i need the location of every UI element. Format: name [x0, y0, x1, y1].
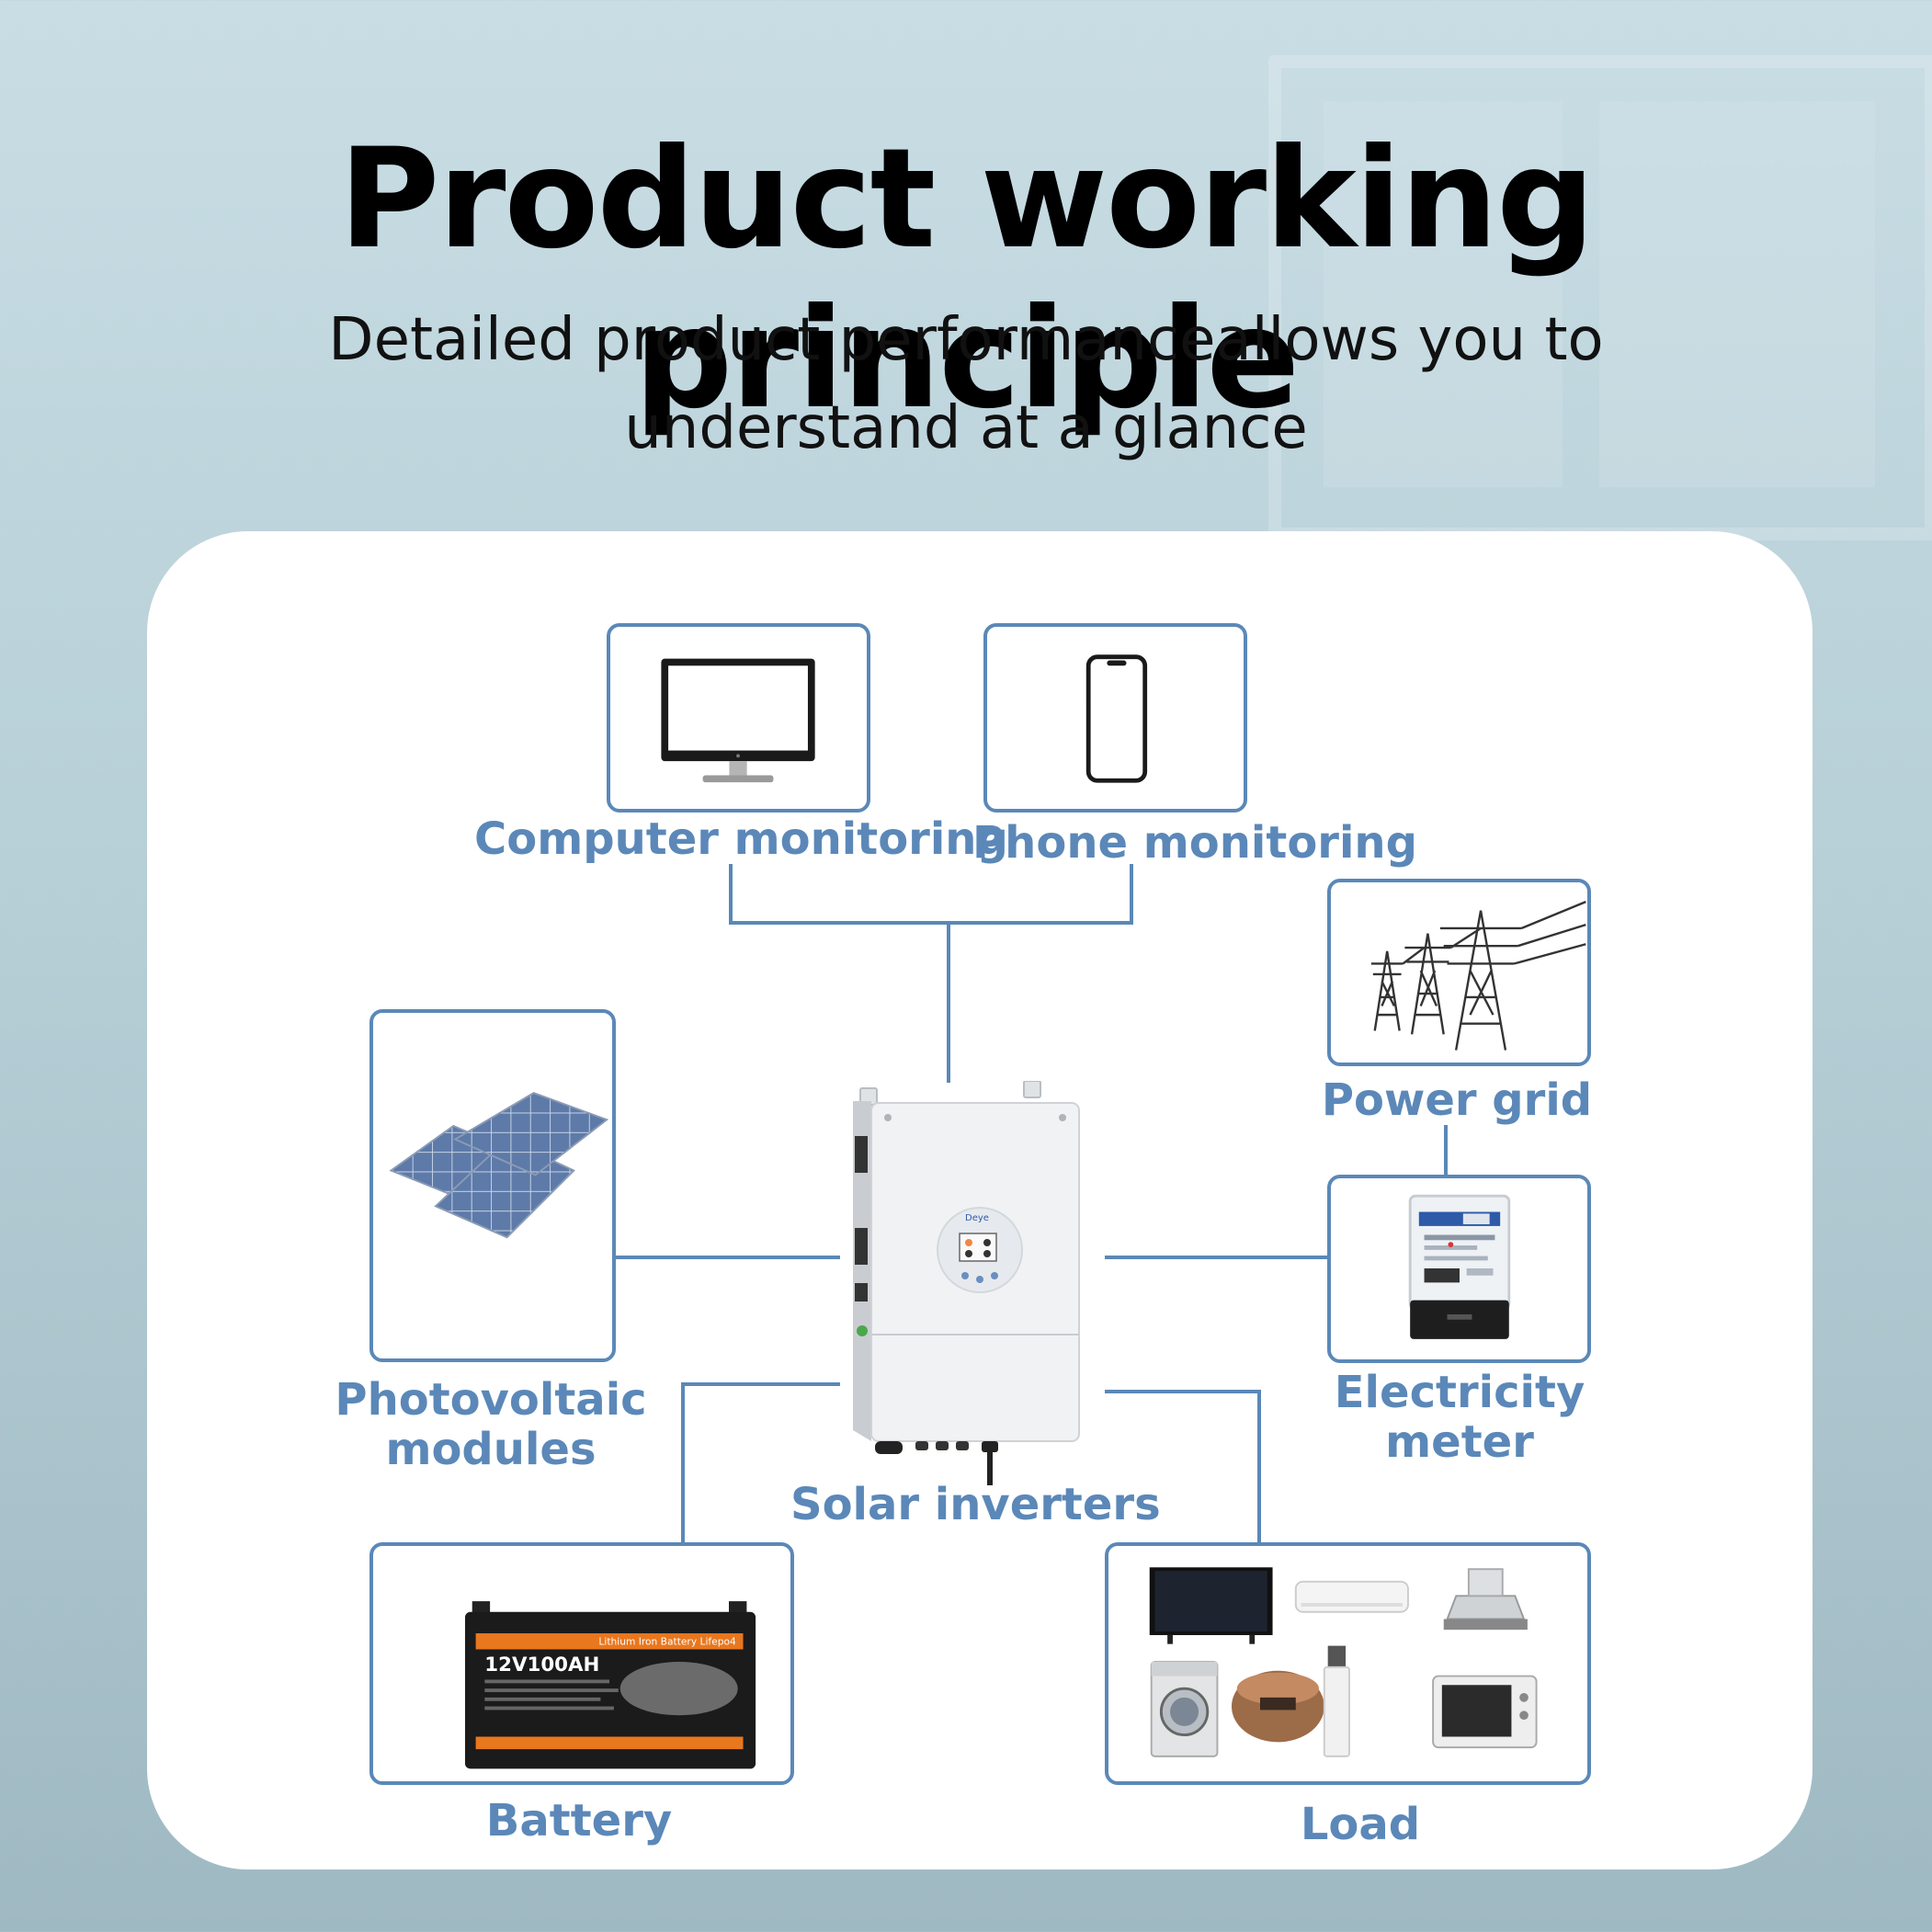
connector-computer [729, 864, 733, 925]
connector-inverter-to-battery-h [681, 1382, 840, 1386]
photovoltaic-box [369, 1009, 616, 1362]
subtitle-line-2: understand at a glance [624, 394, 1308, 462]
electricity-meter-label-line-1: Electricity [1334, 1367, 1585, 1418]
solar-inverters-label: Solar inverters [790, 1479, 1161, 1530]
electricity-meter-icon [1408, 1194, 1511, 1339]
load-label: Load [1300, 1799, 1421, 1850]
electricity-meter-label-line-2: meter [1385, 1416, 1534, 1468]
connector-inverter-to-battery-v [681, 1382, 685, 1544]
connector-grid-to-meter [1444, 1125, 1448, 1176]
phone-monitoring-label: Phone monitoring [972, 817, 1417, 869]
photovoltaic-label-line-2: modules [385, 1424, 597, 1475]
computer-monitoring-box [607, 623, 870, 813]
solar-inverter-device: Deye [835, 1080, 1094, 1485]
connector-monitoring-to-inverter [947, 921, 950, 1083]
photovoltaic-label: Photovoltaic modules [309, 1375, 673, 1474]
page-title: Product working principle [338, 119, 1596, 439]
connector-pv-to-inverter [614, 1256, 840, 1259]
transmission-tower-icon [1370, 901, 1586, 1051]
battery-strip-text: Lithium Iron Battery Lifepo4 [598, 1636, 736, 1648]
subtitle-line-1: Detailed product performanceallows you t… [328, 306, 1604, 374]
connector-phone [1130, 864, 1133, 925]
photovoltaic-label-line-1: Photovoltaic [335, 1374, 647, 1426]
connector-monitoring-bus [729, 921, 1133, 925]
computer-monitoring-label: Computer monitoring [474, 813, 1008, 865]
power-grid-label: Power grid [1321, 1074, 1593, 1126]
power-grid-box [1327, 879, 1591, 1066]
background-window-pane [1324, 101, 1563, 487]
solar-panel-icon [389, 1092, 609, 1239]
smartphone-icon [1085, 654, 1148, 783]
connector-inverter-to-load-h [1105, 1390, 1261, 1393]
inverter-brand-text: Deye [965, 1213, 989, 1223]
battery-box: Lithium Iron Battery Lifepo4 12V100AH [369, 1542, 794, 1785]
load-box [1105, 1542, 1591, 1785]
monitor-icon [661, 658, 815, 783]
page-subtitle: Detailed product performanceallows you t… [0, 296, 1932, 472]
electricity-meter-box [1327, 1175, 1591, 1363]
connector-inverter-to-meter [1105, 1256, 1329, 1259]
electricity-meter-label: Electricity meter [1305, 1368, 1614, 1467]
phone-monitoring-box [983, 623, 1247, 813]
battery-rating-text: 12V100AH [484, 1654, 599, 1676]
connector-inverter-to-load-v [1257, 1390, 1261, 1546]
inverter-icon: Deye [853, 1080, 1080, 1485]
battery-label: Battery [485, 1795, 673, 1847]
appliances-icon [1149, 1567, 1538, 1757]
background-window-pane [1599, 101, 1875, 487]
battery-icon: Lithium Iron Battery Lifepo4 12V100AH [464, 1601, 756, 1769]
